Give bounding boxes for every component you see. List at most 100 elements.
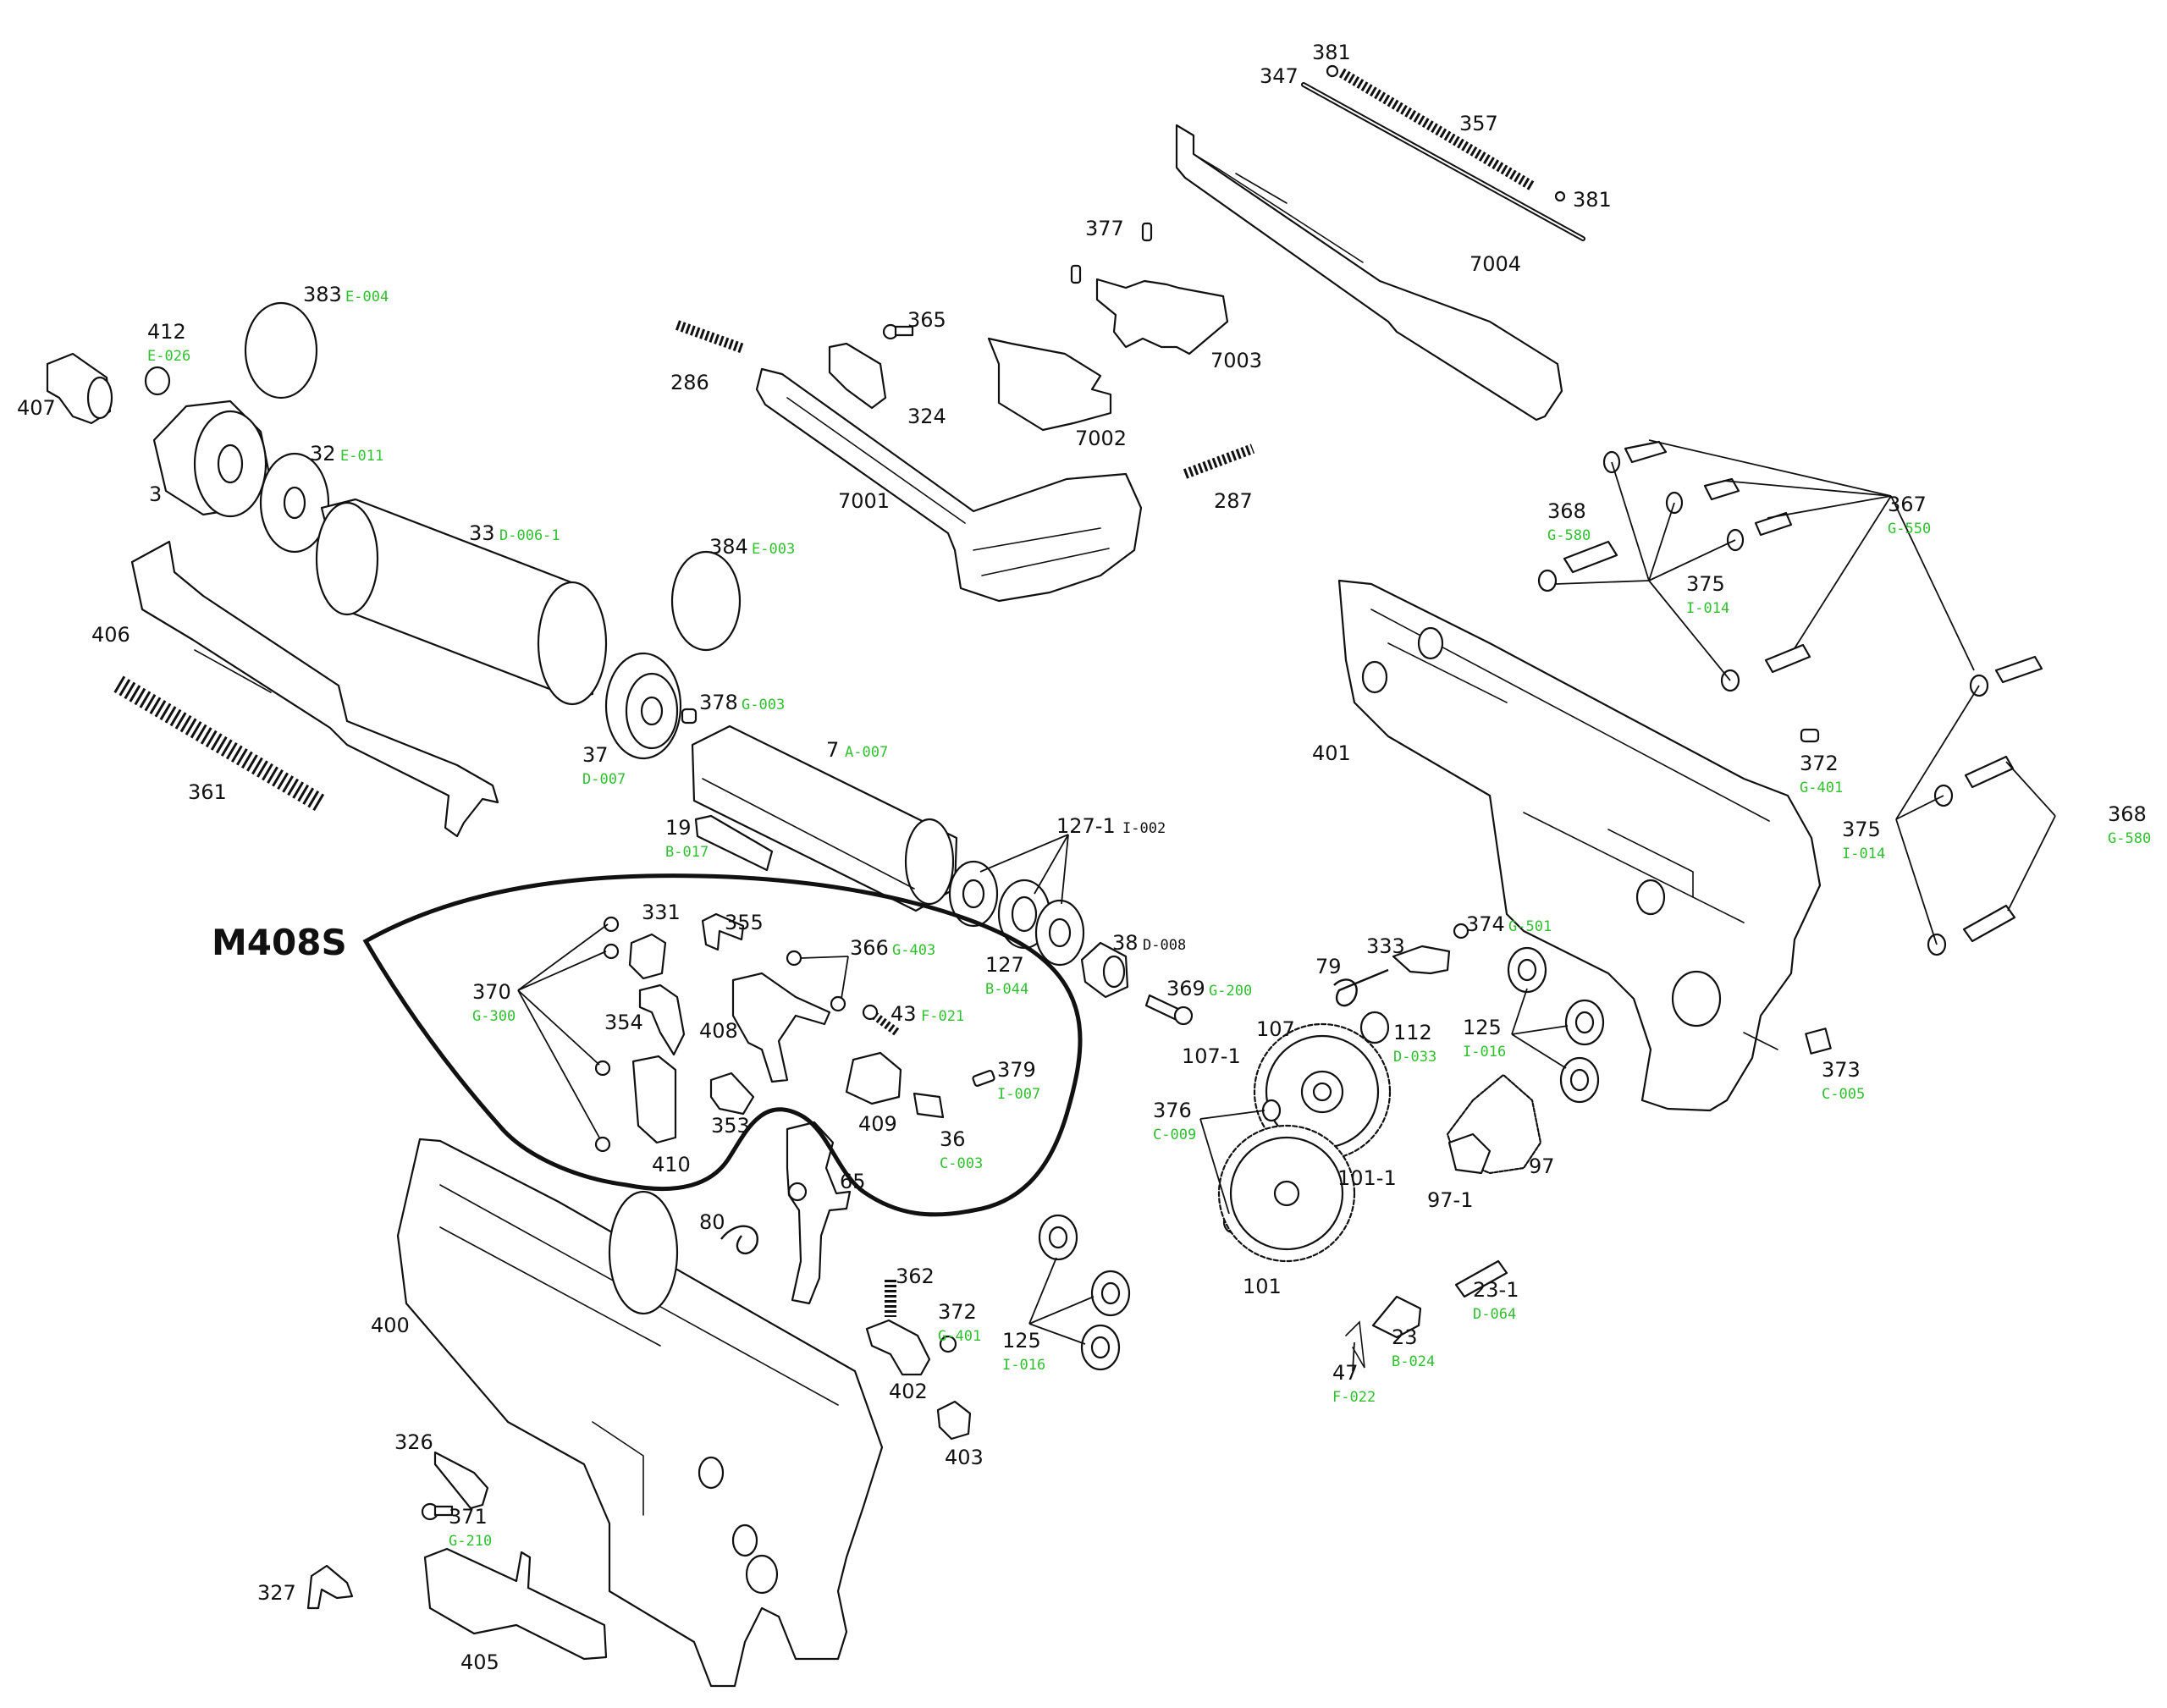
label-p127: 127 bbox=[985, 953, 1024, 977]
label-p326: 326 bbox=[394, 1430, 433, 1454]
part-361-spring bbox=[113, 675, 327, 813]
label-p377: 377 bbox=[1085, 217, 1124, 240]
part-101-gear bbox=[1217, 1124, 1356, 1263]
label-p38: 38 bbox=[1112, 931, 1139, 955]
label-p368b: 368 bbox=[2108, 802, 2147, 826]
label-p368a: 368 bbox=[1547, 499, 1586, 523]
label-p369: 369 bbox=[1166, 977, 1205, 1000]
code-p7: A-007 bbox=[845, 744, 888, 761]
code-p379: I-007 bbox=[997, 1086, 1040, 1103]
label-p354: 354 bbox=[604, 1011, 643, 1034]
part-377-pin bbox=[1141, 222, 1153, 242]
label-p7001: 7001 bbox=[838, 489, 890, 513]
code-p412: E-026 bbox=[147, 348, 190, 365]
label-p412: 412 bbox=[147, 320, 186, 344]
code-p19: B-017 bbox=[665, 844, 709, 861]
code-p369: G-200 bbox=[1209, 983, 1252, 1000]
label-p367: 367 bbox=[1888, 493, 1927, 516]
part-324-bracket bbox=[828, 342, 887, 410]
part-112-bushing bbox=[1359, 1011, 1390, 1044]
label-p405: 405 bbox=[460, 1650, 499, 1674]
label-p125a: 125 bbox=[1463, 1016, 1502, 1039]
switch-assembly-parts bbox=[594, 912, 995, 1153]
part-374-screw bbox=[1453, 923, 1469, 939]
label-p373: 373 bbox=[1822, 1058, 1861, 1082]
label-p375b: 375 bbox=[1842, 818, 1881, 841]
label-p409: 409 bbox=[858, 1112, 897, 1136]
code-p384: E-003 bbox=[752, 541, 795, 558]
label-p365: 365 bbox=[907, 308, 946, 332]
label-p97: 97 bbox=[1529, 1154, 1555, 1178]
label-p65: 65 bbox=[840, 1170, 866, 1193]
code-p370: G-300 bbox=[472, 1008, 516, 1025]
label-p379: 379 bbox=[997, 1058, 1036, 1082]
code-p372a: G-401 bbox=[1800, 780, 1843, 796]
code-p368b: G-580 bbox=[2108, 830, 2151, 847]
code-p127: B-044 bbox=[985, 981, 1028, 998]
label-p47: 47 bbox=[1332, 1361, 1359, 1385]
label-p371: 371 bbox=[449, 1505, 488, 1529]
label-p381b: 381 bbox=[1573, 188, 1612, 212]
part-32-washer bbox=[259, 452, 330, 554]
code-p366: G-403 bbox=[892, 942, 935, 959]
code-p36: C-003 bbox=[940, 1155, 983, 1172]
code-p47: F-022 bbox=[1332, 1389, 1376, 1406]
label-p23: 23 bbox=[1392, 1325, 1418, 1349]
m408s-title: M408S bbox=[212, 922, 347, 963]
part-407-nozzle bbox=[46, 352, 113, 425]
label-p37: 37 bbox=[582, 743, 609, 767]
label-p43: 43 bbox=[891, 1002, 917, 1026]
part-365-screw bbox=[882, 323, 914, 340]
label-p33: 33 bbox=[469, 521, 495, 545]
code-p38: D-008 bbox=[1143, 937, 1186, 954]
part-125-bearings-lower bbox=[1038, 1214, 1131, 1371]
label-p401: 401 bbox=[1312, 741, 1351, 765]
label-p361: 361 bbox=[188, 780, 227, 804]
part-286-spring bbox=[675, 320, 746, 354]
label-p79: 79 bbox=[1315, 955, 1342, 978]
label-p408: 408 bbox=[699, 1019, 738, 1043]
code-p378: G-003 bbox=[742, 697, 785, 714]
label-p376: 376 bbox=[1153, 1099, 1192, 1122]
label-p32: 32 bbox=[310, 442, 336, 466]
label-p3: 3 bbox=[149, 482, 162, 506]
label-p125b: 125 bbox=[1002, 1329, 1041, 1353]
code-p367: G-550 bbox=[1888, 521, 1931, 537]
label-p355: 355 bbox=[725, 911, 764, 934]
code-p375a: I-014 bbox=[1686, 600, 1729, 617]
part-79-spring bbox=[1333, 968, 1389, 1007]
part-38-bushing bbox=[1080, 941, 1129, 999]
screw-set-upper bbox=[1537, 440, 1811, 692]
label-p362: 362 bbox=[896, 1264, 935, 1288]
label-p107_1: 107-1 bbox=[1182, 1044, 1241, 1068]
code-p383: E-004 bbox=[345, 289, 389, 306]
part-7-piston bbox=[691, 725, 958, 912]
label-p7002: 7002 bbox=[1075, 427, 1127, 450]
label-p23_1: 23-1 bbox=[1473, 1278, 1519, 1302]
label-p383: 383 bbox=[303, 283, 342, 306]
part-labels: 3813473573817004377700336528632470022877… bbox=[17, 41, 2151, 1674]
code-p372b: G-401 bbox=[938, 1328, 981, 1345]
part-37-piston-head bbox=[604, 652, 682, 760]
part-376-washer-a bbox=[1261, 1099, 1282, 1122]
code-p37: D-007 bbox=[582, 771, 626, 788]
label-p7004: 7004 bbox=[1469, 252, 1521, 276]
part-369-screw bbox=[1144, 994, 1194, 1026]
part-403-part bbox=[936, 1400, 972, 1441]
label-p101: 101 bbox=[1243, 1275, 1282, 1298]
screw-set-right bbox=[1800, 655, 2043, 1055]
label-p370: 370 bbox=[472, 980, 511, 1004]
code-p376: C-009 bbox=[1153, 1127, 1196, 1143]
part-7004-plate bbox=[1175, 124, 1563, 421]
label-p357: 357 bbox=[1459, 112, 1498, 135]
code-p374: G-501 bbox=[1508, 918, 1552, 935]
label-p366: 366 bbox=[850, 936, 889, 960]
code-p125a: I-016 bbox=[1463, 1044, 1506, 1061]
code-p127_1: I-002 bbox=[1122, 820, 1166, 837]
part-287-spring bbox=[1183, 444, 1255, 479]
part-400-gearbox-left bbox=[396, 1138, 884, 1688]
part-372-screw-b bbox=[939, 1335, 957, 1353]
part-47-spring bbox=[1345, 1320, 1365, 1369]
part-127-washer-b bbox=[1034, 899, 1085, 967]
